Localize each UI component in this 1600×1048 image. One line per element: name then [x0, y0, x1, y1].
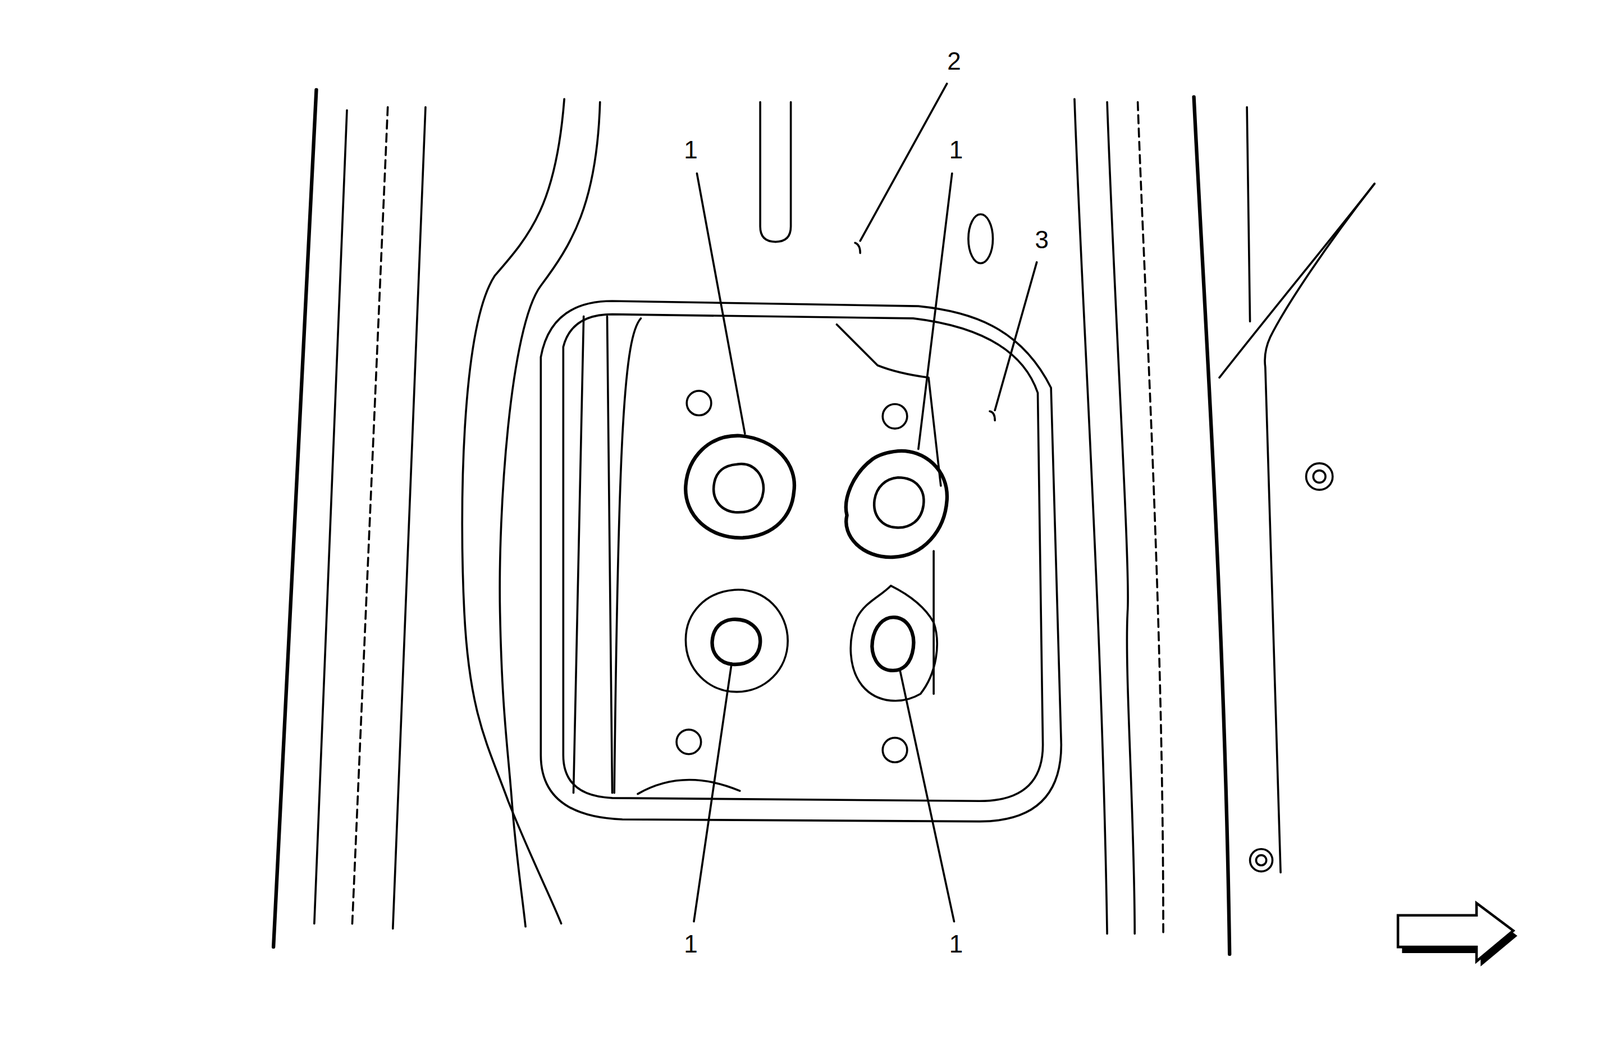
callout-number: 1: [949, 137, 963, 163]
callout-number: 1: [683, 931, 698, 957]
callout-number: 3: [1035, 227, 1049, 253]
callout-number: 1: [683, 137, 698, 163]
callout-number: 1: [949, 931, 963, 957]
callout-number: 2: [947, 48, 961, 74]
